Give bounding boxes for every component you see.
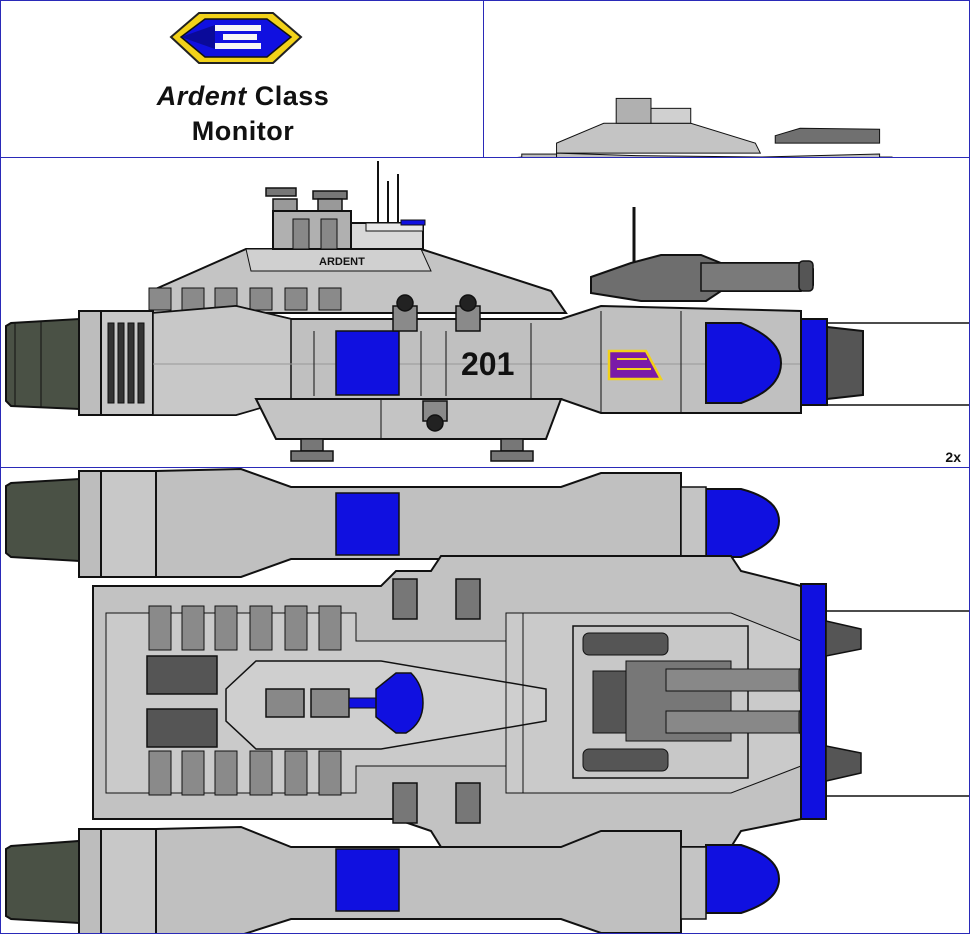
ship-class-word: Class xyxy=(254,81,330,111)
lower-nacelle xyxy=(5,825,781,933)
side-profile-ship-drawing: ARDENT xyxy=(5,161,969,462)
faction-emblem-icon xyxy=(169,12,303,64)
ship-class-name: Ardent xyxy=(156,81,247,111)
scale-label: 2x xyxy=(945,449,961,465)
title-line: Ardent Class xyxy=(1,81,483,112)
top-down-ship-drawing xyxy=(5,468,969,933)
registry-number: 201 xyxy=(461,346,514,382)
thumbnail-ship-drawing: 201 xyxy=(517,97,893,157)
side-profile-view: ARDENT xyxy=(0,157,970,468)
ship-type: Monitor xyxy=(191,116,295,146)
name-plate: ARDENT xyxy=(319,256,365,268)
thumbnail-side-view: 201 xyxy=(483,0,970,158)
upper-nacelle xyxy=(5,468,781,578)
title-panel: Ardent Class Monitor xyxy=(0,0,484,158)
top-down-view xyxy=(0,467,970,934)
